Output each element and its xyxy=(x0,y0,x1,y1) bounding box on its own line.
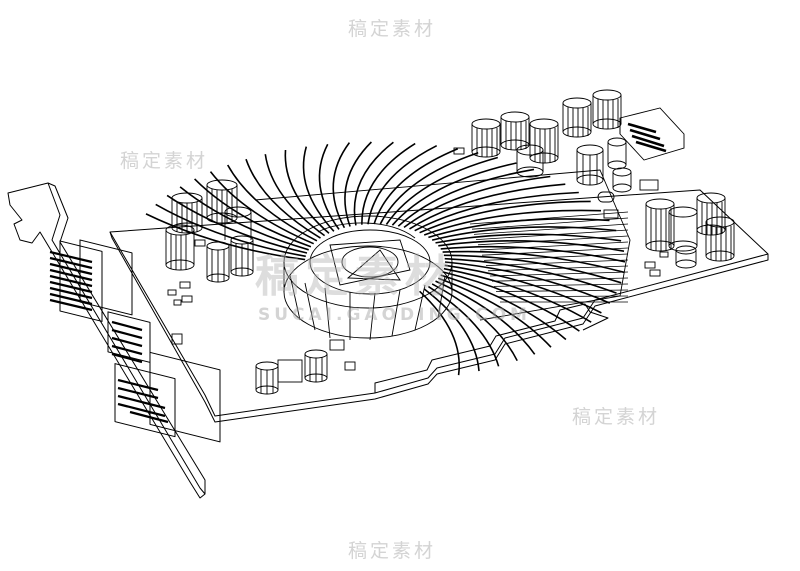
heatsink-fin xyxy=(166,194,308,254)
heatsink-fin xyxy=(475,229,629,240)
heatsink-fin xyxy=(483,253,629,261)
heatsink-fin xyxy=(179,186,309,251)
heatsink-fin xyxy=(431,283,518,362)
capacitor-group-bottom xyxy=(255,349,328,395)
heatsink-fin xyxy=(431,226,617,241)
capacitor-group-left xyxy=(165,179,254,283)
vga-port xyxy=(114,363,176,438)
heatsink-fin xyxy=(397,168,535,227)
heatsink-fin xyxy=(485,259,629,266)
heatsink-fin xyxy=(414,191,579,232)
watermark-right: 稿定素材 xyxy=(572,406,661,428)
heatsink-fin xyxy=(487,265,629,272)
heatsink-fin xyxy=(469,211,629,225)
heatsink-fin xyxy=(145,213,306,261)
heatsink-fin xyxy=(344,141,372,227)
heatsink-fin xyxy=(477,235,629,246)
heatsink-fin xyxy=(443,254,622,284)
watermark-left: 稿定素材 xyxy=(120,150,209,172)
heatsink-fin xyxy=(495,289,629,292)
heatsink-fin xyxy=(302,146,335,232)
heatsink-fin xyxy=(497,295,629,298)
heatsink-fin xyxy=(373,148,459,225)
svideo-pins xyxy=(111,320,143,364)
heatsink-fin xyxy=(471,217,629,230)
dvi-port xyxy=(59,240,103,322)
heatsink-fin xyxy=(209,171,315,245)
heatsink-fin xyxy=(385,156,499,225)
heatsink-fin xyxy=(227,164,318,242)
heatsink-fin xyxy=(473,223,629,235)
heatsink-fin xyxy=(444,264,602,314)
pcie-connector xyxy=(374,303,609,393)
smd-components xyxy=(167,147,669,371)
watermark-url: SUCAI.GAODING.COM xyxy=(258,305,531,325)
heatsink-fin xyxy=(428,218,610,239)
heatsink-fin xyxy=(444,261,611,304)
watermark-top: 稿定素材 xyxy=(348,18,437,40)
watermark-bottom: 稿定素材 xyxy=(348,540,437,562)
heatsink-fin xyxy=(427,285,500,367)
heatsink-fin xyxy=(194,178,312,248)
heatsink-fin xyxy=(443,267,592,323)
heatsink-fins-outline xyxy=(469,211,629,303)
heatsink-fin xyxy=(423,209,602,236)
heatsink-fin xyxy=(391,162,517,226)
capacitors xyxy=(165,89,735,395)
capacitor-group-top-right xyxy=(471,89,632,193)
heatsink-fin xyxy=(419,290,461,376)
svideo-port xyxy=(107,311,151,363)
heatsink-fin xyxy=(493,283,629,287)
heatsink-fin xyxy=(438,240,625,252)
heatsink-fin xyxy=(440,274,567,341)
heatsink-fin xyxy=(435,280,536,355)
heatsink-fin xyxy=(367,144,438,225)
heatsink-fin xyxy=(284,149,330,234)
heatsink-fin xyxy=(332,142,351,229)
heatsink-fin xyxy=(245,158,321,239)
heatsink-fin xyxy=(264,154,326,237)
heatsink-fin xyxy=(409,183,566,230)
dvi-pins xyxy=(49,250,93,312)
heatsink-fin xyxy=(403,175,551,229)
heatsink-fin xyxy=(440,245,626,263)
heatsink-fin xyxy=(419,200,591,234)
watermark-center: 稿定素材 xyxy=(255,251,455,302)
capacitor-group-right xyxy=(645,192,735,269)
mounting-bracket xyxy=(7,182,206,499)
heatsink-fin xyxy=(379,151,479,225)
heatsink-fin xyxy=(423,288,480,372)
power-connector-pins xyxy=(627,122,667,153)
heatsink-fin xyxy=(479,241,629,251)
heatsink-fin xyxy=(491,277,629,282)
heatsink-fin xyxy=(481,247,629,256)
power-connector xyxy=(619,107,685,161)
heatsink-fin xyxy=(318,143,340,230)
heatsink-fin xyxy=(361,142,416,225)
heatsink-fin xyxy=(353,141,394,226)
pcb-board-edge xyxy=(109,231,769,423)
vga-pins xyxy=(117,378,169,424)
heatsink-fin xyxy=(438,277,552,348)
heatsink-fin xyxy=(489,271,629,277)
heatsink-fin xyxy=(155,203,306,258)
